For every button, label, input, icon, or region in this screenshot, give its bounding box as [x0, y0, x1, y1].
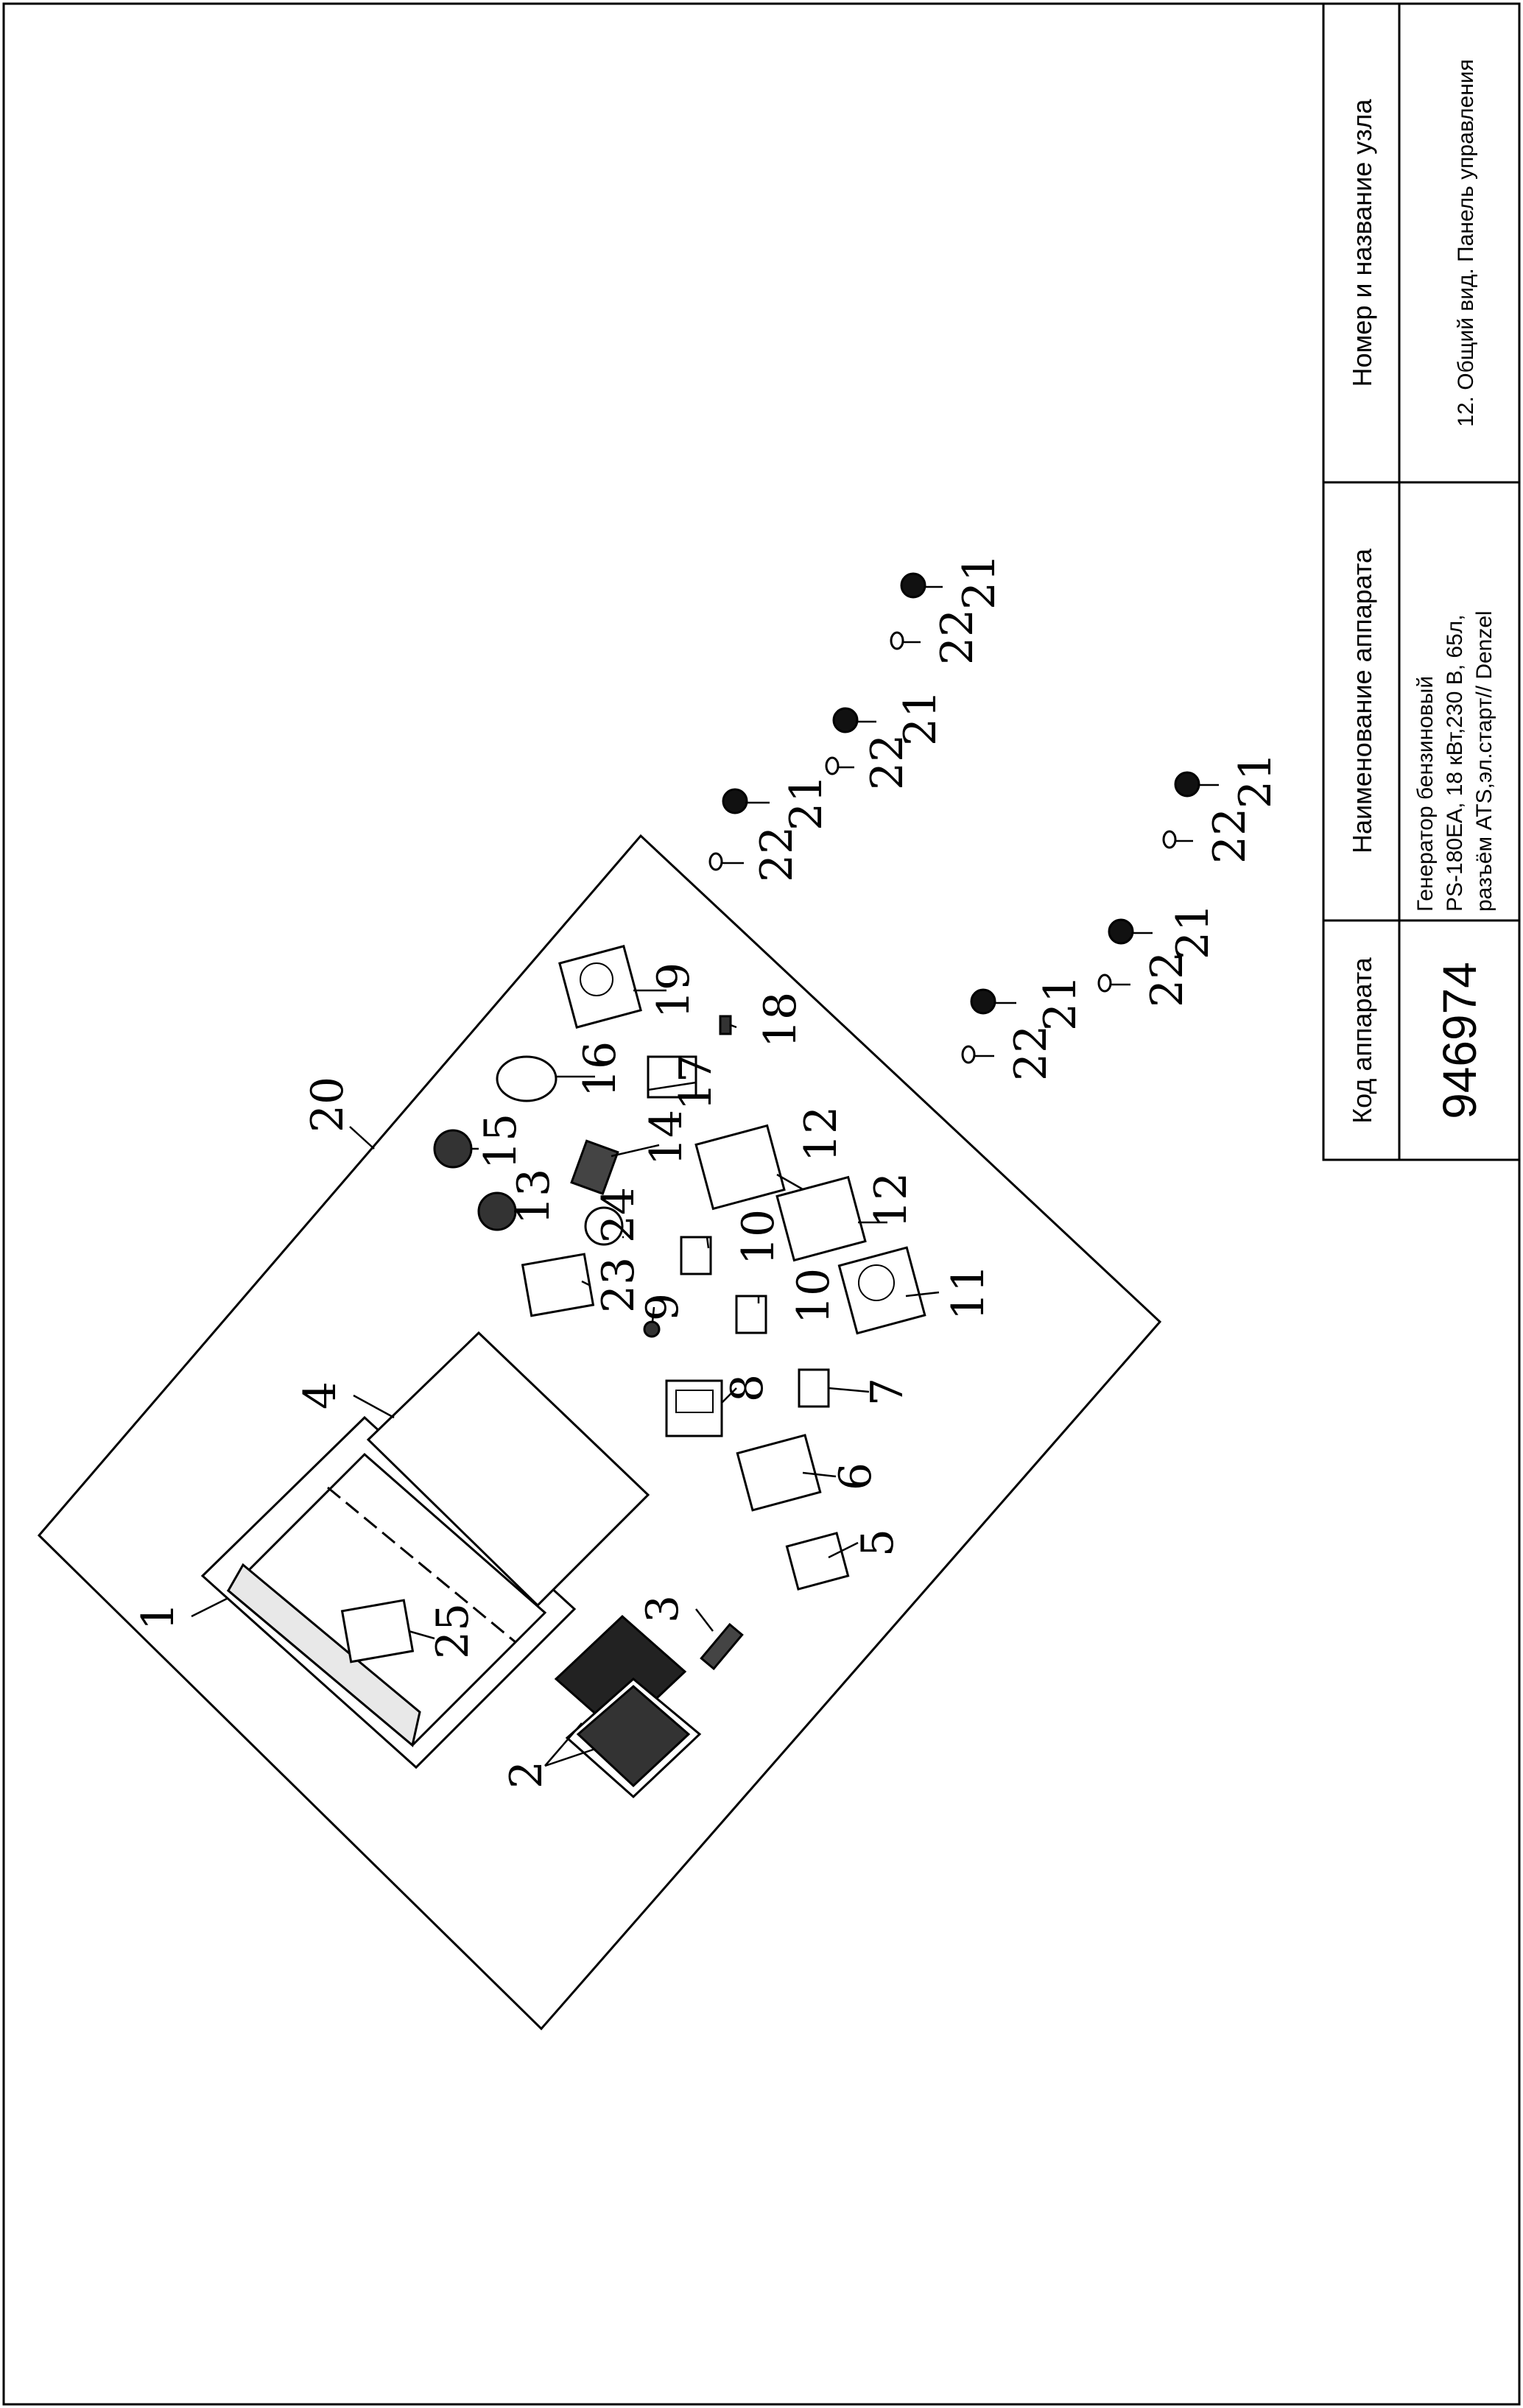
parts — [200, 572, 1200, 1799]
callout-14: 14 — [641, 1110, 692, 1166]
callout-10a: 10 — [788, 1268, 840, 1324]
part-lamp-9 — [643, 1320, 661, 1338]
callout-24: 24 — [593, 1187, 644, 1243]
callout-21b: 21 — [895, 690, 946, 746]
callout-6: 6 — [830, 1462, 882, 1490]
part-bolt-21c — [900, 572, 926, 599]
callout-19: 19 — [648, 962, 700, 1018]
part-washer-22a — [708, 852, 723, 871]
part-bolt-21a — [722, 788, 748, 814]
part-breaker-5 — [785, 1532, 850, 1591]
callout-22e: 22 — [1142, 951, 1193, 1007]
callout-11: 11 — [943, 1264, 994, 1320]
callout-22c: 22 — [932, 609, 983, 665]
callout-3: 3 — [637, 1595, 689, 1623]
part-bolt-21f — [1174, 771, 1200, 798]
part-washer-22e — [1097, 974, 1112, 993]
callout-20: 20 — [302, 1077, 354, 1133]
callout-1: 1 — [133, 1602, 184, 1630]
callout-4: 4 — [295, 1381, 346, 1409]
part-connector-18 — [719, 1015, 732, 1035]
callout-2: 2 — [501, 1761, 552, 1789]
assembly-name: 12. Общий вид. Панель управления — [1454, 59, 1478, 427]
part-washer-22c — [890, 631, 904, 650]
apparatus-name-line1: Генератор бензиновый — [1413, 676, 1438, 912]
callout-18: 18 — [755, 992, 806, 1048]
callout-5: 5 — [852, 1529, 904, 1557]
callout-21d: 21 — [1035, 975, 1086, 1031]
callout-21a: 21 — [781, 775, 832, 831]
part-cover-plate — [366, 1331, 650, 1608]
callout-22b: 22 — [862, 734, 913, 790]
part-terminal-strip — [700, 1622, 744, 1671]
part-contactor-6 — [736, 1434, 822, 1512]
callout-22d: 22 — [1005, 1025, 1057, 1081]
apparatus-name-line3: разъём ATS,эл.старт// Denzel — [1472, 610, 1496, 912]
part-ring-24 — [584, 1206, 624, 1246]
part-filter-boxes — [554, 1614, 702, 1799]
callout-21f: 21 — [1230, 753, 1281, 809]
callout-8: 8 — [722, 1374, 773, 1402]
callout-15: 15 — [475, 1113, 527, 1169]
callout-12a: 12 — [795, 1106, 847, 1162]
part-breaker-7 — [798, 1368, 830, 1408]
part-socket-12b — [775, 1175, 867, 1262]
callout-22f: 22 — [1204, 808, 1256, 864]
callout-13: 13 — [508, 1169, 560, 1225]
part-socket-12a — [694, 1124, 786, 1211]
part-bolt-21b — [832, 707, 859, 733]
part-washer-22f — [1162, 830, 1177, 849]
part-box-23 — [521, 1253, 595, 1317]
title-block: Код аппарата 946974 Наименование аппарат… — [1322, 2, 1521, 1161]
part-breaker-10a — [735, 1295, 767, 1334]
part-switch-17 — [647, 1055, 697, 1099]
part-washer-22b — [825, 756, 840, 775]
leader-lines — [191, 585, 1219, 1767]
apparatus-code: 946974 — [1433, 962, 1486, 1119]
part-knob-15 — [433, 1129, 473, 1169]
callout-21e: 21 — [1167, 904, 1219, 960]
col1-header: Код аппарата — [1347, 957, 1377, 1124]
callout-12b: 12 — [865, 1172, 917, 1228]
col2-header: Наименование аппарата — [1347, 548, 1377, 853]
callout-numbers: 1 2 3 4 5 6 7 8 9 10 10 11 12 12 13 14 1… — [133, 554, 1281, 1789]
col3-header: Номер и название узла — [1347, 99, 1377, 387]
apparatus-name-line2: PS-180EA, 18 кВт,230 В, 65л, — [1443, 614, 1467, 912]
callout-25: 25 — [427, 1603, 479, 1659]
part-hour-meter-16 — [496, 1055, 558, 1102]
callout-16: 16 — [574, 1041, 626, 1097]
part-bolt-21d — [970, 988, 996, 1015]
part-display-module — [340, 1599, 415, 1664]
callout-22a: 22 — [751, 826, 803, 882]
assembly-outline — [37, 834, 1162, 2031]
part-bolt-21e — [1108, 918, 1134, 945]
callout-9: 9 — [637, 1293, 689, 1321]
part-fuse-holder-14 — [570, 1139, 619, 1195]
part-breaker-10b — [680, 1236, 712, 1275]
callout-10b: 10 — [733, 1209, 784, 1265]
part-washer-22d — [961, 1045, 976, 1064]
callout-17: 17 — [670, 1055, 722, 1110]
callout-21c: 21 — [954, 554, 1005, 610]
part-housing — [200, 1415, 577, 1770]
callout-23: 23 — [593, 1257, 644, 1313]
callout-7: 7 — [862, 1378, 913, 1406]
